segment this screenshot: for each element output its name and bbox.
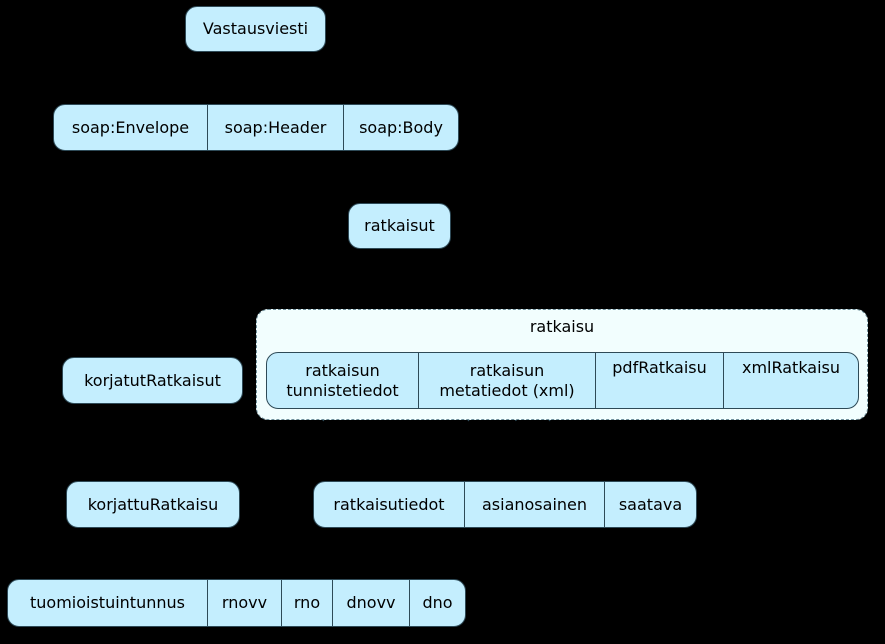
cell-tuomioistuintunnus: tuomioistuintunnus <box>8 580 208 626</box>
node-label: ratkaisut <box>364 216 435 235</box>
cell-pdf-ratkaisu: pdfRatkaisu <box>596 353 724 408</box>
cell-soap-header: soap:Header <box>208 105 344 150</box>
cell-line: tunnistetiedot <box>286 380 399 400</box>
cell-soap-body: soap:Body <box>359 117 443 137</box>
cell-line: ratkaisun <box>469 360 545 380</box>
cell-ratkaisun-tunnistetiedot: ratkaisun tunnistetiedot <box>267 353 419 408</box>
node-ratkaisutiedot-record: ratkaisutiedot asianosainen saatava <box>313 481 697 528</box>
cell-ratkaisun-metatiedot: ratkaisun metatiedot (xml) <box>419 353 596 408</box>
node-label: korjatutRatkaisut <box>84 370 221 390</box>
node-korjattu-ratkaisu: korjattuRatkaisu <box>66 481 240 528</box>
cell-line: ratkaisun <box>305 360 380 380</box>
cell-xml-ratkaisu: xmlRatkaisu <box>741 358 841 377</box>
node-korjatut-ratkaisut: korjatutRatkaisut <box>62 357 243 404</box>
cell-dnovv: dnovv <box>333 580 410 626</box>
cell-rnovv: rnovv <box>208 580 282 626</box>
cell-soap-envelope: soap:Envelope <box>54 105 208 150</box>
cell-ratkaisutiedot: ratkaisutiedot <box>314 482 465 527</box>
cell-rno: rno <box>282 580 333 626</box>
node-ratkaisu-record: ratkaisun tunnistetiedot ratkaisun metat… <box>266 352 859 409</box>
cell-dno: dno <box>422 593 453 612</box>
node-label: korjattuRatkaisu <box>87 494 219 514</box>
node-ratkaisut: ratkaisut <box>348 203 451 249</box>
cell-line: metatiedot (xml) <box>439 380 575 400</box>
group-title: ratkaisu <box>529 317 595 336</box>
node-soap-envelope: soap:Envelope soap:Header soap:Body <box>53 104 459 151</box>
node-label: Vastausviesti <box>202 19 309 38</box>
node-identifiers-record: tuomioistuintunnus rnovv rno dnovv dno <box>7 579 466 627</box>
cell-asianosainen: asianosainen <box>465 482 605 527</box>
cell-saatava: saatava <box>618 494 683 514</box>
node-vastausviesti: Vastausviesti <box>185 6 326 52</box>
